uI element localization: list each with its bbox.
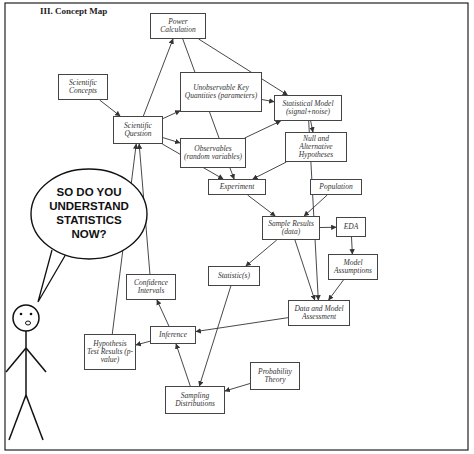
node-text: Sample Results (data) [265,220,317,237]
arrow-connector [100,100,120,116]
node-text: Inference [159,331,187,339]
arrow-connector [225,384,250,392]
concept-box: EDA [336,217,366,237]
node-text: Observables (random variables) [183,145,243,162]
node-text: Null and Alternative Hypotheses [288,135,344,160]
arrow-connector [304,195,327,216]
arrow-connector [163,111,180,119]
node-text: Statistic(s) [218,272,250,280]
node-text: Statistical Model (signal+noise) [277,100,339,117]
concept-box: Inference [150,326,196,344]
arrow-connector [136,341,150,345]
arrow-connector [311,121,313,132]
arrow-connector [262,100,274,102]
arrow-connector [329,280,344,300]
stick-arm [6,348,26,372]
arrow-connector [320,227,336,228]
bubble-tail [38,250,66,302]
speech-bubble: SO DO YOU UNDERSTAND STATISTICS NOW? [30,168,148,260]
concept-box: Hypothesis Test Results (p-value) [84,334,136,370]
node-text: Power Calculation [153,18,203,35]
concept-box: Population [310,179,362,195]
node-text: Confidence Intervals [129,279,173,296]
concept-box: Sampling Distributions [165,386,225,414]
arrow-connector [245,121,281,138]
stick-leg [26,395,43,440]
stick-eye [30,313,33,316]
node-text: SO DO YOU UNDERSTAND STATISTICS NOW? [49,186,129,241]
node-text: Scientific Question [116,122,160,139]
arrow-connector [143,39,173,116]
node-text: Population [319,183,352,191]
concept-box: Observables (random variables) [180,138,246,168]
arrow-connector [157,300,169,326]
concept-box: Sample Results (data) [262,216,320,240]
node-text: Hypothesis Test Results (p-value) [87,340,133,365]
arrow-connector [253,162,287,179]
arrow-connector [295,240,315,300]
stick-head [13,305,39,331]
concept-box: Null and Alternative Hypotheses [285,132,347,162]
concept-box: Data and Model Assessment [288,300,350,326]
stick-mouth [26,321,31,325]
node-text: Sampling Distributions [168,392,222,409]
arrow-connector [248,195,276,216]
concept-box: Experiment [208,179,266,195]
node-text: Unobservable Key Quantities (parameters) [183,84,259,101]
concept-box: Scientific Question [113,116,163,144]
diagram-title: III. Concept Map [40,6,107,16]
stick-body [25,331,27,395]
stick-eye [20,313,23,316]
node-text: Probability Theory [253,368,297,385]
arrow-connector [351,237,353,254]
stick-leg [9,395,26,440]
concept-box: Scientific Concepts [58,74,108,100]
arrow-connector [196,318,288,332]
node-text: Scientific Concepts [61,79,105,96]
concept-box: Probability Theory [250,362,300,390]
arrow-connector [199,286,230,386]
node-text: Model Assumptions [331,259,375,276]
node-text: EDA [344,223,359,231]
stick-arm [26,348,46,372]
concept-box: Model Assumptions [328,254,378,280]
concept-box: Power Calculation [150,13,206,39]
concept-box: Statistic(s) [208,266,260,286]
arrow-connector [163,138,180,143]
concept-box: Statistical Model (signal+noise) [274,95,342,121]
arrow-connector [176,344,190,386]
concept-box: Unobservable Key Quantities (parameters) [180,72,262,112]
arrow-connector [246,240,277,266]
node-text: Data and Model Assessment [291,305,347,322]
frame [5,3,468,450]
concept-box: Confidence Intervals [126,274,176,300]
node-text: Experiment [220,183,255,191]
